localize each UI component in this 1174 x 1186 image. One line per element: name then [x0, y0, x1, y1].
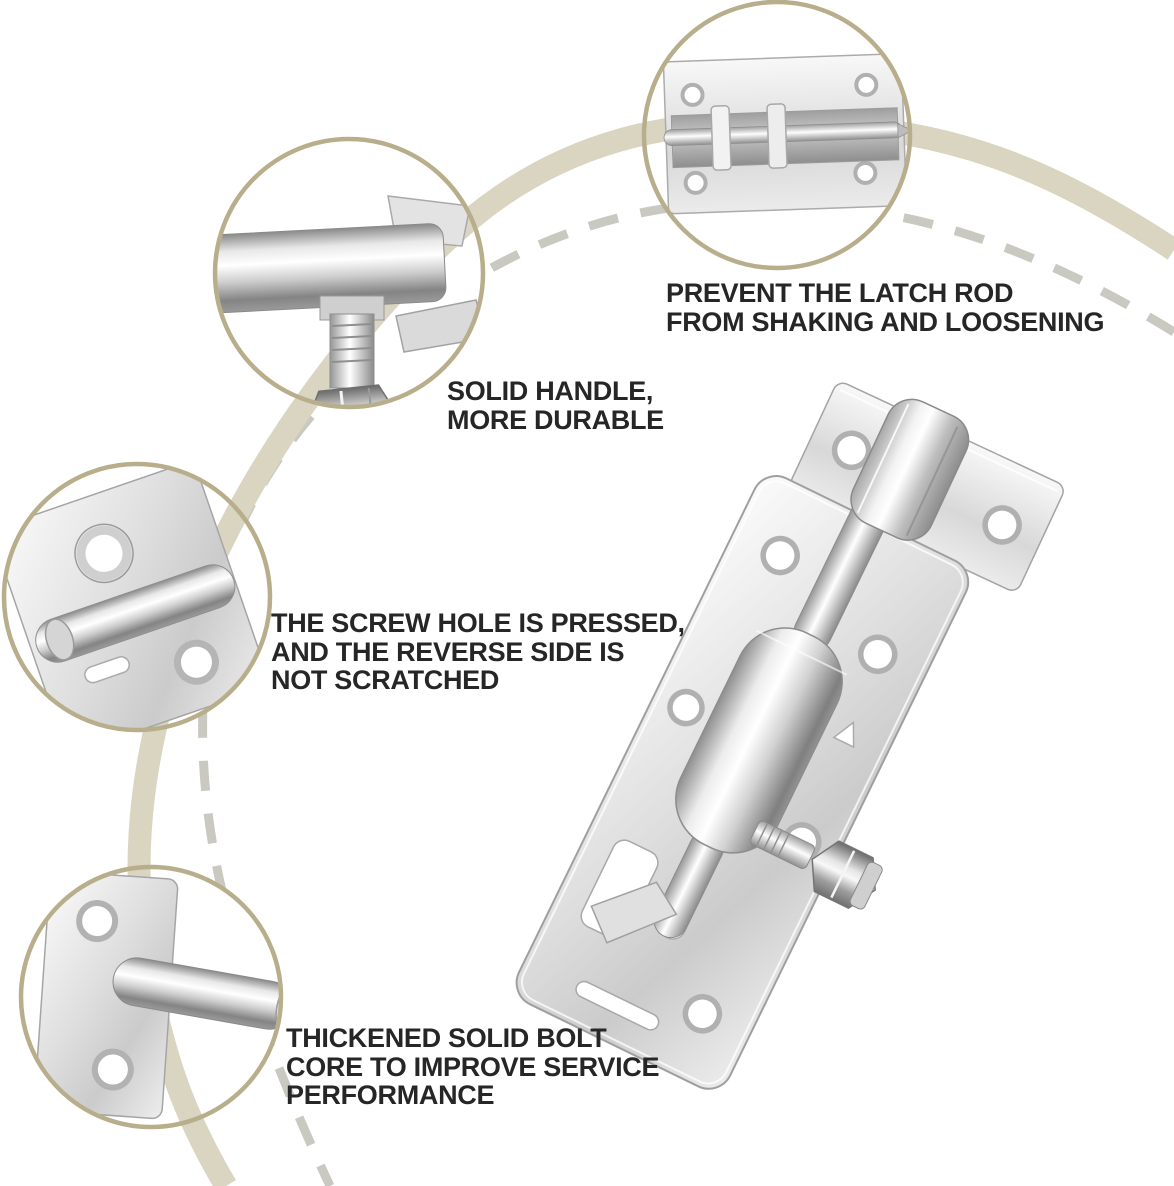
callout-line: THE SCREW HOLE IS PRESSED, [271, 608, 685, 638]
callout-circle-rings [1, 0, 913, 1130]
callout-line: SOLID HANDLE, [447, 376, 654, 406]
callout-text-bolt-core: THICKENED SOLID BOLT CORE TO IMPROVE SER… [286, 1024, 659, 1110]
callout-line: FROM SHAKING AND LOOSENING [666, 306, 1105, 337]
callout-line: NOT SCRATCHED [271, 665, 500, 695]
keeper-bridge [850, 398, 970, 541]
callout-line: PREVENT THE LATCH ROD [666, 278, 1014, 308]
callout-line: PERFORMANCE [286, 1080, 495, 1110]
detail-latch-rod-photo [662, 53, 908, 215]
callout-line: THICKENED SOLID BOLT [286, 1023, 607, 1053]
callout-line: MORE DURABLE [447, 404, 664, 435]
callout-text-handle: SOLID HANDLE, MORE DURABLE [447, 377, 664, 434]
detail-bolt-core-photo [33, 870, 279, 1120]
callout-line: CORE TO IMPROVE SERVICE [286, 1051, 660, 1082]
callout-text-screw-hole: THE SCREW HOLE IS PRESSED, AND THE REVER… [271, 609, 685, 695]
callout-text-latch-rod: PREVENT THE LATCH ROD FROM SHAKING AND L… [666, 278, 1105, 337]
callout-line: AND THE REVERSE SIDE IS [271, 636, 625, 667]
detail-screw-hole-photo [6, 466, 268, 728]
